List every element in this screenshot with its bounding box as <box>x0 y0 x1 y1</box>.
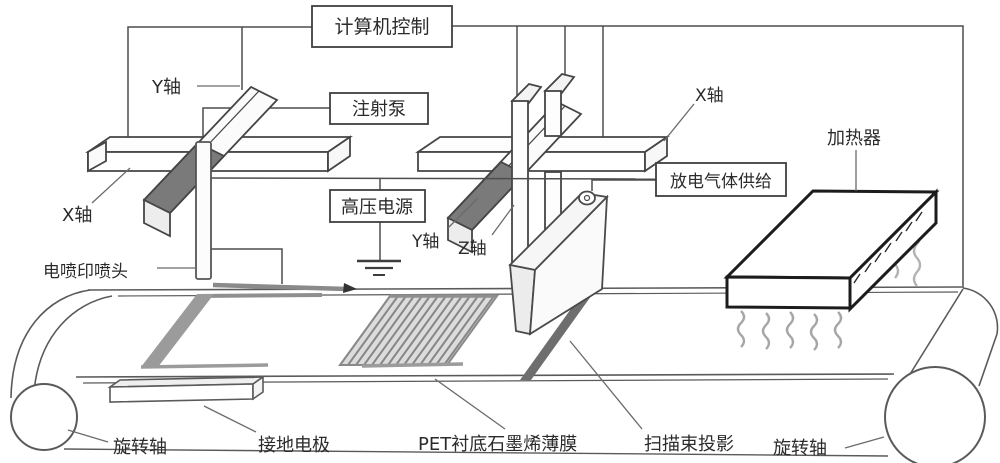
belt-right-cap-arc <box>962 287 999 335</box>
pump-tube <box>202 107 330 144</box>
spray-head-rod <box>195 141 212 280</box>
scan-beam-projection-label: 扫描束投影 <box>644 434 734 455</box>
discharge-gas-box: 放电气体供给 <box>655 162 787 197</box>
right-roller <box>884 366 986 463</box>
heater-unit <box>723 188 940 351</box>
hv-power-label: 高压电源 <box>341 197 413 218</box>
hv-bus-wire <box>210 177 657 180</box>
belt-electrode-bar <box>212 282 357 293</box>
discharge-gas-tube <box>591 179 656 191</box>
y-beam-left-endface <box>143 198 171 238</box>
pet-film-sheet <box>140 293 323 369</box>
belt-right-silhouette-1 <box>906 288 964 380</box>
leader-rotating-left <box>67 429 109 443</box>
y-axis-left-label: Y轴 <box>151 77 181 98</box>
leader-y-axis-mid <box>447 197 479 229</box>
belt-front-edge <box>75 373 895 378</box>
leader-rotating-right <box>844 436 885 449</box>
electrode-bar-arrowhead <box>343 283 357 293</box>
x-beam-mid-endface <box>644 135 668 173</box>
scan-beam-band <box>520 292 594 380</box>
discharge-gas-label: 放电气体供给 <box>670 172 772 192</box>
y-axis-mid-label: Y轴 <box>411 232 439 252</box>
heater-label: 加热器 <box>827 128 881 149</box>
ground-electrode-label: 接地电极 <box>258 435 330 456</box>
leader-x-axis-left <box>91 167 131 204</box>
ground-electrode-plate <box>107 375 266 403</box>
conveyor-belt <box>10 286 999 457</box>
heater-right-face-ticks <box>853 211 923 284</box>
belt-right-silhouette-2 <box>978 333 998 387</box>
electrode-wire <box>211 248 283 284</box>
hv-power-box: 高压电源 <box>329 189 426 223</box>
rotating-shaft-right-label: 旋转轴 <box>773 438 827 459</box>
x-beam-left-leftface <box>87 140 107 173</box>
computer-control-label: 计算机控制 <box>334 16 429 38</box>
computer-control-box: 计算机控制 <box>311 5 453 48</box>
leader-scan-beam <box>569 340 643 430</box>
z-rail-a <box>511 100 529 269</box>
pet-graphene-film-label: PET衬底石墨烯薄膜 <box>418 434 577 455</box>
z-axis-label: Z轴 <box>458 239 487 259</box>
belt-bottom-edge <box>63 448 889 457</box>
leader-z-axis <box>491 204 515 236</box>
belt-left-wrap-inner <box>33 295 113 393</box>
heater-front-face <box>725 275 852 310</box>
wiring-back <box>127 25 964 288</box>
z-rail-b-upper <box>544 90 562 137</box>
x-axis-right-label: X轴 <box>695 86 724 106</box>
leader-pet-film <box>434 378 506 430</box>
ground-symbol <box>357 259 401 276</box>
rotating-shaft-left-label: 旋转轴 <box>113 437 167 458</box>
x-axis-left-label: X轴 <box>62 205 92 226</box>
heat-waves-bottom <box>736 310 843 351</box>
belt-left-wrap-outer <box>10 289 91 399</box>
wiring-front <box>210 177 657 191</box>
espray-head-label: 电喷印喷头 <box>43 262 128 282</box>
leader-x-axis-right <box>663 103 695 142</box>
leader-lines <box>67 85 885 449</box>
x-beam-left-endface <box>327 135 351 173</box>
bus-wire-left <box>127 26 312 138</box>
y-beam-mid-endface <box>447 216 473 254</box>
wedge-front-face <box>528 194 609 336</box>
injection-pump-box: 注射泵 <box>329 92 429 125</box>
wedge-gas-port <box>578 190 596 206</box>
leader-ground-electrode <box>203 405 257 433</box>
scan-head-wedge <box>508 190 609 336</box>
injection-pump-label: 注射泵 <box>352 99 406 120</box>
bus-wire-right <box>452 25 964 288</box>
graphene-film-sheet <box>338 294 499 368</box>
left-roller <box>10 383 78 451</box>
left-gantry <box>85 85 353 280</box>
